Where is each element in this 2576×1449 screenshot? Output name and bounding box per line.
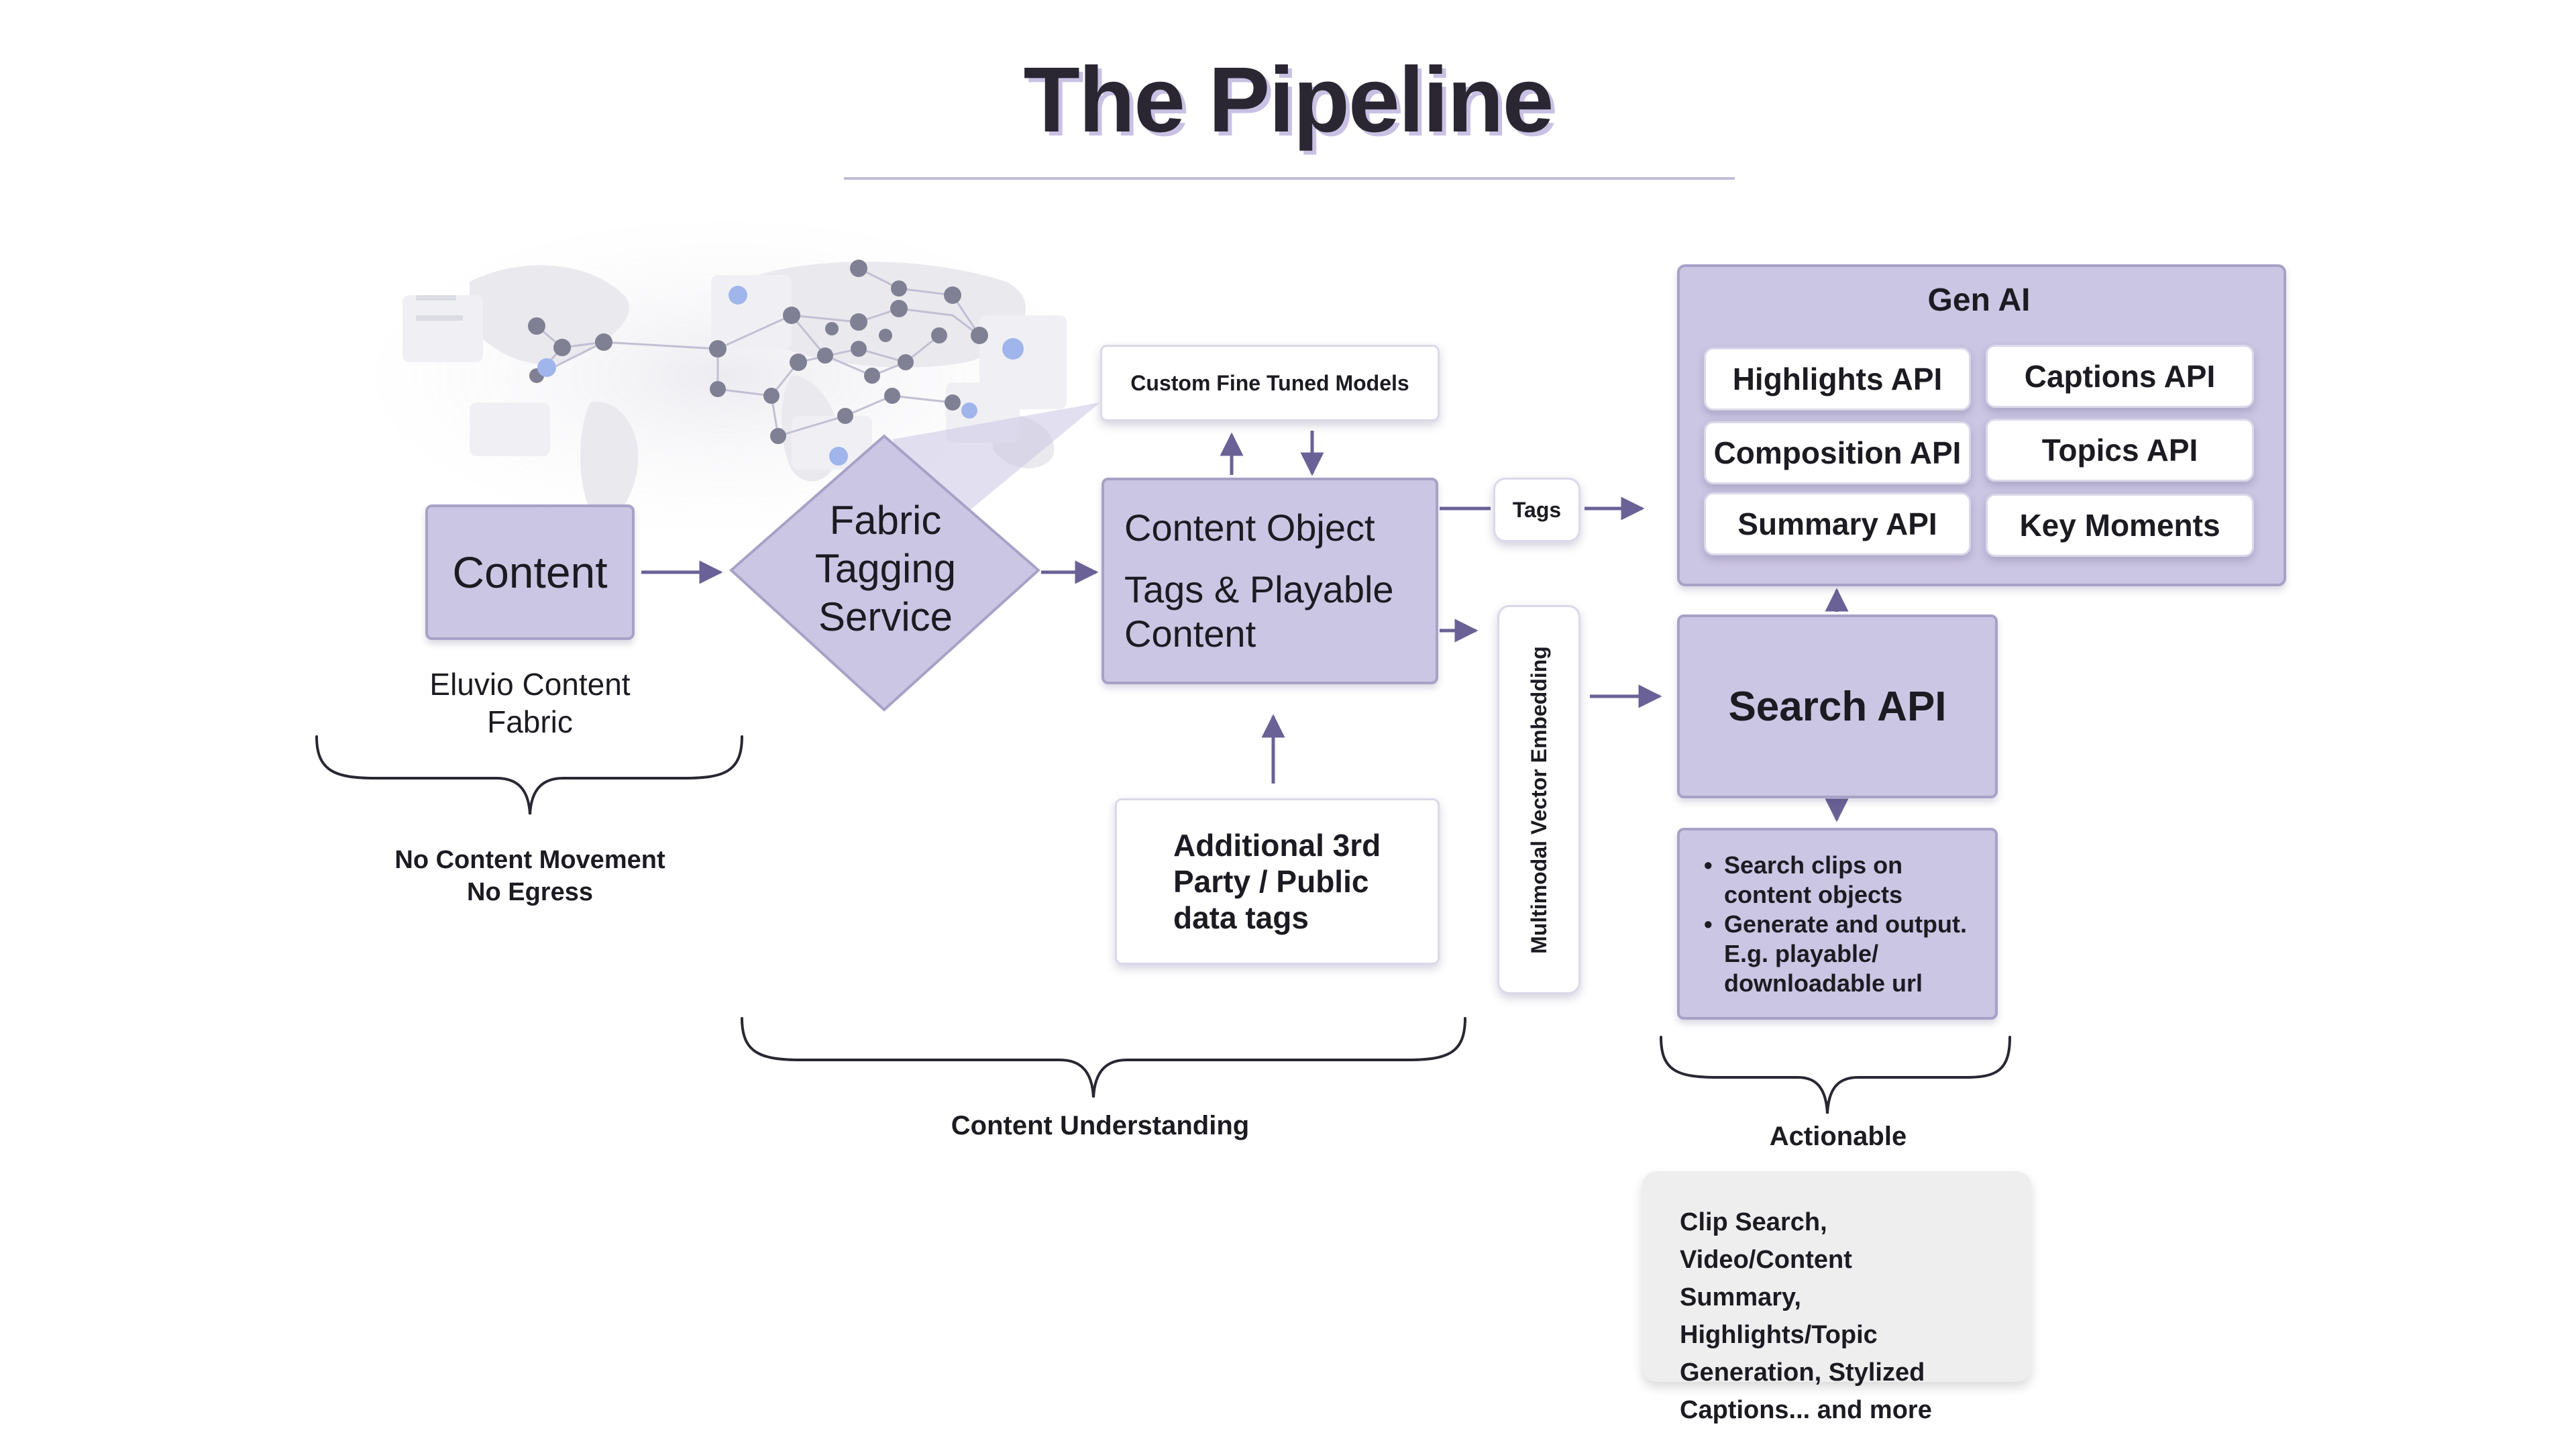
search-api-box[interactable]: Search API xyxy=(1677,614,1998,798)
search-details-list: Search clips on content objects Generate… xyxy=(1704,851,1982,998)
topics-api-button[interactable]: Topics API xyxy=(1986,419,2254,482)
tagging-service-line1: Fabric xyxy=(829,498,942,543)
content-understanding-label: Content Understanding xyxy=(951,1111,1250,1140)
content-caption-line2: Fabric xyxy=(487,704,573,739)
content-object-title: Content Object xyxy=(1124,506,1375,549)
third-party-line2: Party / Public xyxy=(1173,864,1369,899)
third-party-tags-box[interactable]: Additional 3rd Party / Public data tags xyxy=(1115,798,1440,965)
tagging-service-diamond[interactable] xyxy=(729,434,1041,712)
composition-api-button[interactable]: Composition API xyxy=(1704,421,1971,484)
tagging-service-line3: Service xyxy=(818,594,953,639)
content-box-label: Content xyxy=(452,547,608,597)
content-caption: Eluvio Content Fabric xyxy=(376,665,684,741)
content-object-line2: Tags & Playable xyxy=(1124,568,1394,610)
tagging-service-line2: Tagging xyxy=(814,546,957,591)
vector-embedding-label: Multimodal Vector Embedding xyxy=(1526,645,1551,954)
vector-embedding-box[interactable]: Multimodal Vector Embedding xyxy=(1497,605,1580,994)
content-object-line3: Content xyxy=(1124,612,1256,655)
search-details-item: Search clips on content objects xyxy=(1704,851,1982,910)
summary-line: Generation, Stylized xyxy=(1680,1358,1925,1387)
tags-pill-label: Tags xyxy=(1512,497,1562,522)
gen-ai-title: Gen AI xyxy=(1927,282,2031,318)
third-party-line3: data tags xyxy=(1173,900,1309,935)
custom-models-label: Custom Fine Tuned Models xyxy=(1130,370,1409,395)
capabilities-summary-card: Clip Search, Video/Content Summary, High… xyxy=(1642,1171,2031,1424)
content-caption-line1: Eluvio Content xyxy=(429,667,631,702)
highlights-api-button[interactable]: Highlights API xyxy=(1704,347,1971,411)
captions-api-button[interactable]: Captions API xyxy=(1986,345,2254,408)
third-party-line1: Additional 3rd xyxy=(1173,828,1381,863)
no-movement-line1: No Content Movement xyxy=(394,846,665,874)
brace-no-movement xyxy=(315,735,743,815)
search-details-box: Search clips on content objects Generate… xyxy=(1677,828,1998,1020)
search-details-item: Generate and output. E.g. playable/ down… xyxy=(1704,910,1982,998)
key-moments-button[interactable]: Key Moments xyxy=(1986,494,2254,557)
brace-actionable xyxy=(1660,1036,2011,1114)
tagging-service-label: Fabric Tagging Service xyxy=(745,496,1026,641)
tags-pill[interactable]: Tags xyxy=(1493,478,1580,542)
content-box[interactable]: Content xyxy=(425,504,635,640)
brace-content-understanding xyxy=(741,1017,1466,1098)
summary-line: Summary, Highlights/Topic xyxy=(1680,1283,1878,1349)
no-movement-line2: No Egress xyxy=(467,878,593,906)
title-divider xyxy=(844,177,1735,180)
page-title: The Pipeline xyxy=(1023,48,1554,152)
actionable-label: Actionable xyxy=(1769,1122,1907,1151)
no-movement-label: No Content Movement No Egress xyxy=(376,844,684,908)
summary-line: Captions... and more xyxy=(1680,1396,1932,1424)
custom-models-box[interactable]: Custom Fine Tuned Models xyxy=(1100,345,1440,421)
summary-api-button[interactable]: Summary API xyxy=(1704,492,1971,555)
content-object-box[interactable]: Content Object Tags & Playable Content xyxy=(1102,478,1438,684)
search-api-label: Search API xyxy=(1728,683,1947,730)
summary-line: Clip Search, Video/Content xyxy=(1680,1208,1852,1274)
